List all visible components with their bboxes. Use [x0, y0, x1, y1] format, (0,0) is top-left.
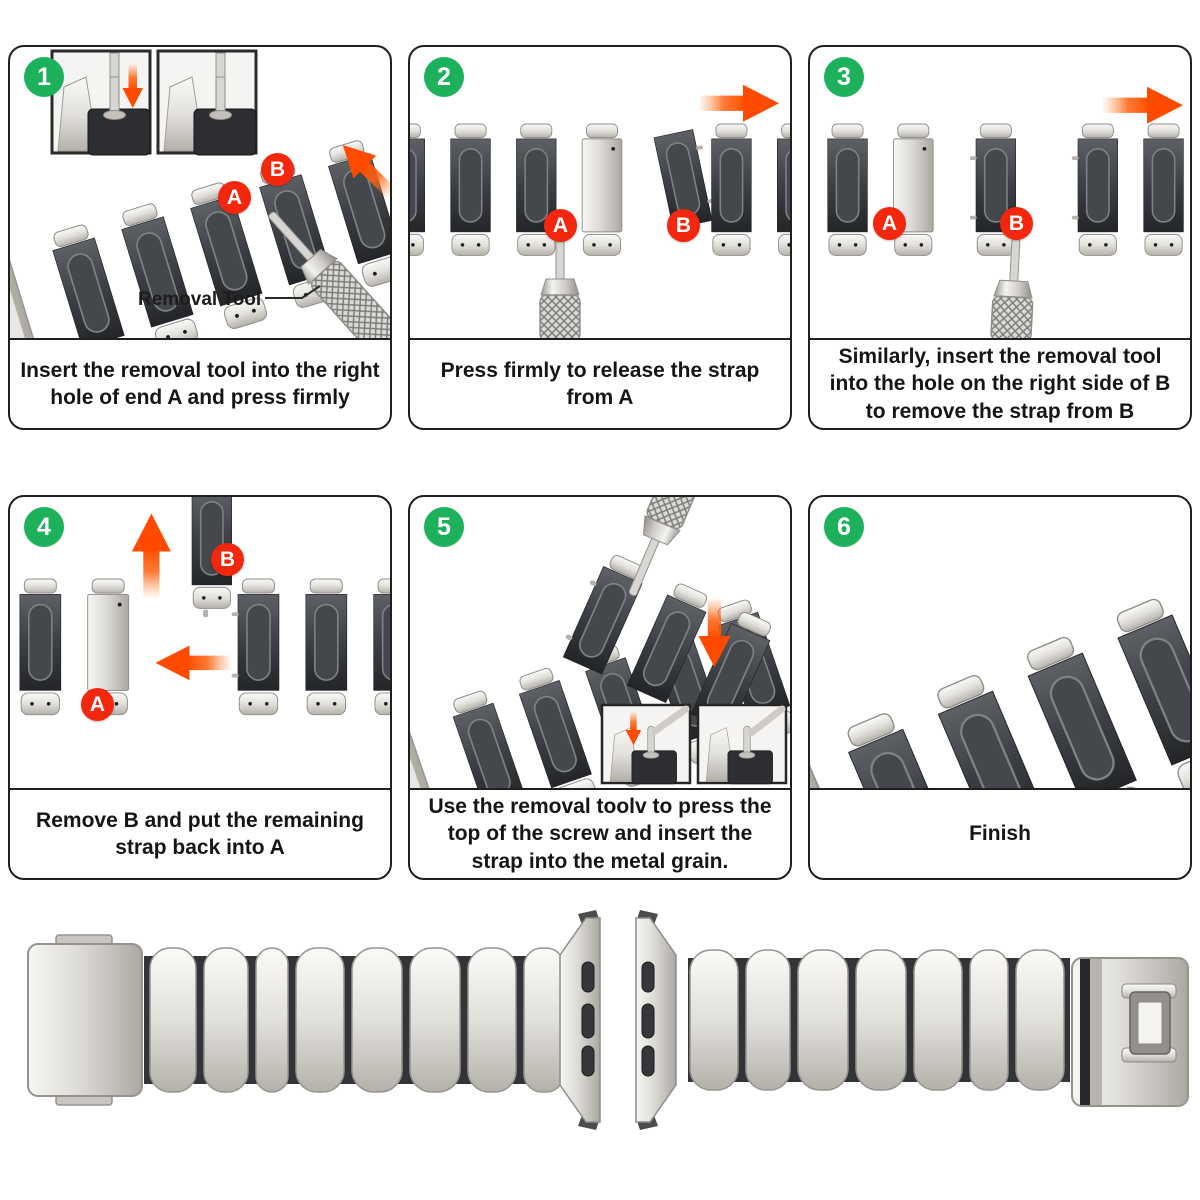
marker-b-badge: B	[1000, 207, 1033, 240]
step-number: 3	[837, 62, 851, 91]
band-adapter-right	[635, 910, 677, 1130]
step-panel-1: 1 A B Removal Tool Insert the removal to…	[8, 45, 392, 430]
watch-band-drawing	[27, 910, 1189, 1130]
step-number: 4	[37, 512, 51, 541]
clasp-release-button	[1121, 983, 1177, 1063]
band-adapter-left	[559, 910, 601, 1130]
step-number: 1	[37, 62, 51, 91]
inset-detail-1	[600, 703, 692, 785]
marker-a-badge: A	[873, 207, 906, 240]
step-1-illustration: 1 A B Removal Tool	[10, 47, 390, 338]
removal-tool-illustration	[539, 236, 581, 338]
removal-tool-label: Removal Tool	[138, 289, 262, 310]
step-number-badge: 5	[424, 507, 464, 547]
step-6-caption: Finish	[810, 788, 1190, 878]
watch-band-photo	[0, 900, 1200, 1140]
step-5-illustration: 5	[410, 497, 790, 788]
step-panel-4: 4 B A Remove B and put the remaining str…	[8, 495, 392, 880]
step-4-illustration: 4 B A	[10, 497, 390, 788]
step-4-band-drawing	[19, 497, 390, 716]
step-6-illustration: 6	[810, 497, 1190, 788]
step-number: 2	[437, 62, 451, 91]
step-number: 5	[437, 512, 451, 541]
tool-pointer-line	[265, 285, 321, 299]
step-5-caption: Use the removal toolv to press the top o…	[410, 788, 790, 878]
marker-a-badge: A	[81, 688, 114, 721]
marker-b-badge: B	[667, 209, 700, 242]
arrow-up-icon	[131, 513, 171, 599]
step-3-illustration: 3 A B	[810, 47, 1190, 338]
band-right-half	[635, 910, 1189, 1130]
arrow-right-icon	[1102, 86, 1183, 124]
step-4-caption: Remove B and put the remaining strap bac…	[10, 788, 390, 878]
step-1-band-drawing	[10, 49, 390, 338]
step-panel-6: 6 Finish	[808, 495, 1192, 880]
step-number-badge: 1	[24, 57, 64, 97]
step-2-caption: Press firmly to release the strap from A	[410, 338, 790, 428]
step-panel-2: 2 A B Press firmly to release the strap …	[408, 45, 792, 430]
band-clasp-left	[27, 943, 143, 1097]
step-number-badge: 6	[824, 507, 864, 547]
step-panel-5: 5 Use the removal toolv to press the top…	[408, 495, 792, 880]
step-1-caption: Insert the removal tool into the right h…	[10, 338, 390, 428]
band-clasp-right	[1071, 957, 1189, 1107]
marker-a-badge: A	[218, 181, 251, 214]
step-3-band-drawing	[826, 86, 1185, 338]
step-5-band-drawing	[410, 497, 790, 788]
step-3-caption: Similarly, insert the removal tool into …	[810, 338, 1190, 428]
step-panel-3: 3 A B Similarly, insert the removal tool…	[808, 45, 1192, 430]
inset-detail-1	[50, 49, 152, 156]
marker-b-badge: B	[211, 543, 244, 576]
band-left-half	[27, 910, 601, 1130]
step-number-badge: 3	[824, 57, 864, 97]
marker-a-badge: A	[544, 209, 577, 242]
step-6-band-drawing	[810, 593, 1190, 788]
inset-detail-2	[156, 49, 258, 156]
step-number-badge: 2	[424, 57, 464, 97]
arrow-left-icon	[155, 645, 232, 681]
inset-detail-2	[696, 703, 788, 785]
step-2-band-drawing	[410, 84, 790, 338]
step-number: 6	[837, 512, 851, 541]
step-number-badge: 4	[24, 507, 64, 547]
removal-tool-illustration	[990, 238, 1034, 338]
arrow-right-icon	[698, 84, 779, 122]
step-2-illustration: 2 A B	[410, 47, 790, 338]
marker-b-badge: B	[261, 153, 294, 186]
